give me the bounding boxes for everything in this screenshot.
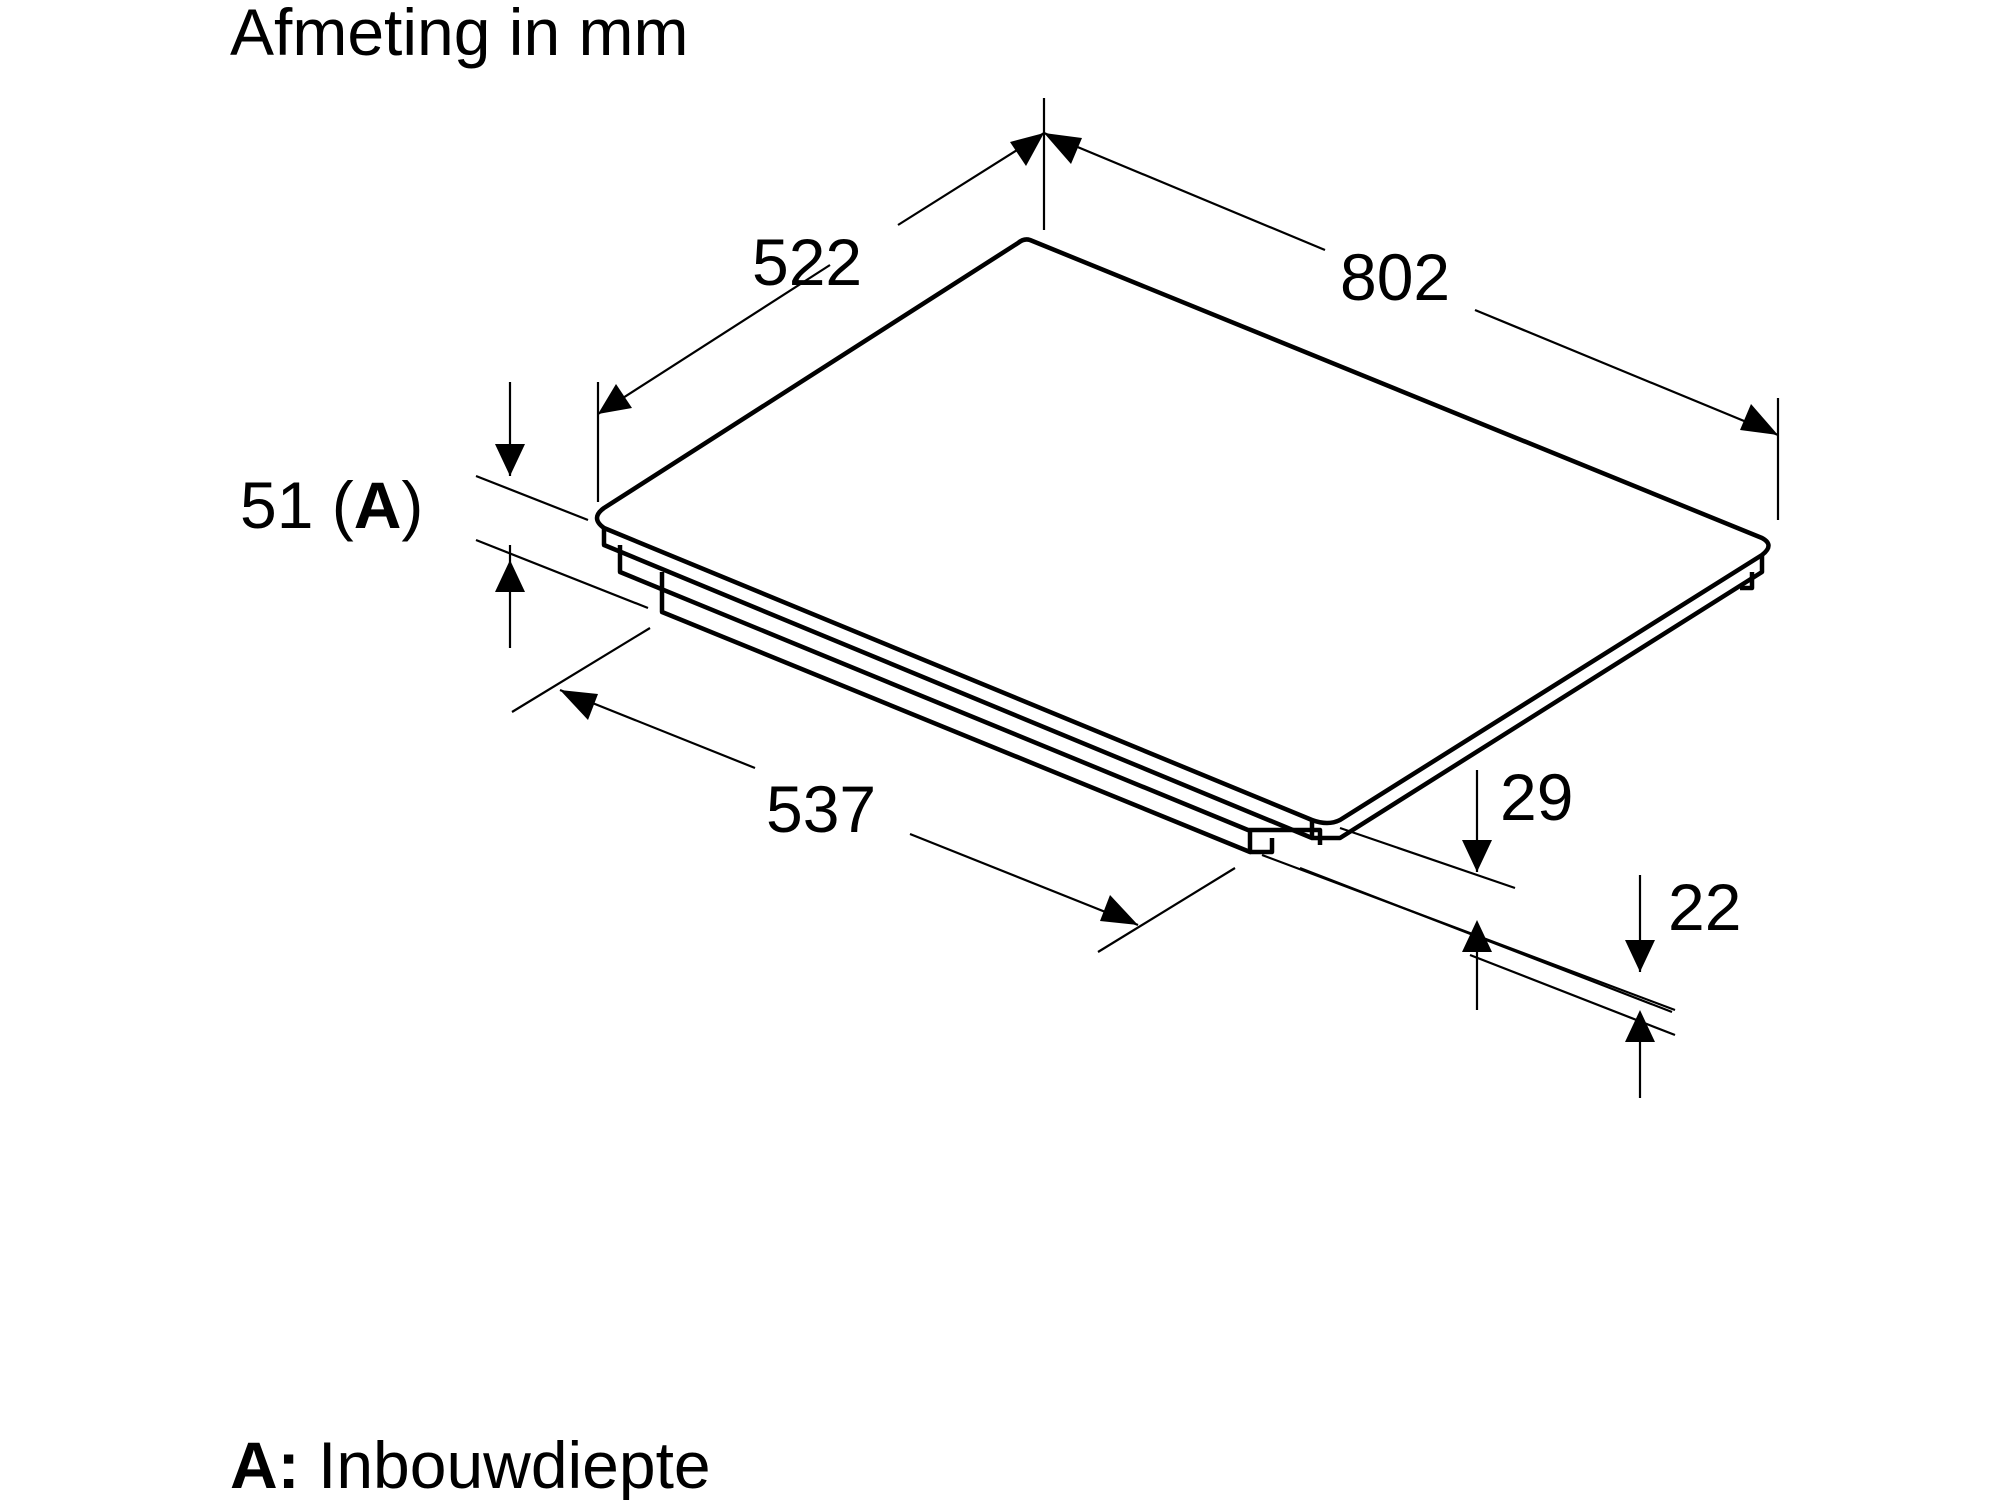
dimension-51-close: ) — [401, 468, 423, 542]
arrow-head-icon — [495, 560, 525, 592]
legend-text: Inbouwdiepte — [300, 1428, 711, 1500]
dimension-51-a: 51 (A) — [240, 382, 649, 648]
dimension-51-marker: A — [354, 468, 402, 542]
arrow-head-icon — [1625, 1010, 1655, 1042]
arrow-head-icon — [1100, 895, 1138, 925]
arrow-head-icon — [495, 444, 525, 476]
dimension-29: 29 — [1261, 760, 1676, 1012]
arrow-head-icon — [1740, 404, 1778, 435]
hob-body — [594, 237, 1771, 855]
dimension-522-label: 522 — [752, 225, 862, 299]
legend-marker: A: — [230, 1428, 300, 1500]
dimension-22-label: 22 — [1668, 870, 1741, 944]
dimension-537: 537 — [511, 627, 1236, 953]
dimension-537-label: 537 — [766, 772, 876, 846]
arrow-head-icon — [560, 690, 598, 720]
dimension-802: 802 — [1043, 131, 1780, 520]
dimension-51-label: 51 (A) — [240, 468, 423, 542]
legend: A: Inbouwdiepte — [230, 1428, 711, 1500]
diagram-title: Afmeting in mm — [230, 0, 688, 69]
hob-top-plate — [594, 237, 1771, 826]
dimension-51-value: 51 ( — [240, 468, 354, 542]
dimension-22: 22 — [1299, 866, 1741, 1098]
dimension-522: 522 — [596, 98, 1046, 502]
arrow-head-icon — [1462, 840, 1492, 872]
arrow-head-icon — [1044, 133, 1082, 164]
hob-step-right — [1740, 572, 1755, 591]
arrow-head-icon — [598, 384, 632, 414]
hob-lower-housing-bottom — [1250, 838, 1275, 855]
hob-plate-edge — [601, 528, 1765, 841]
dimension-802-label: 802 — [1340, 240, 1450, 314]
arrow-head-icon — [1010, 133, 1044, 166]
arrow-head-icon — [1625, 940, 1655, 972]
hob-lower-housing — [659, 572, 1253, 855]
dimension-29-label: 29 — [1500, 760, 1573, 834]
